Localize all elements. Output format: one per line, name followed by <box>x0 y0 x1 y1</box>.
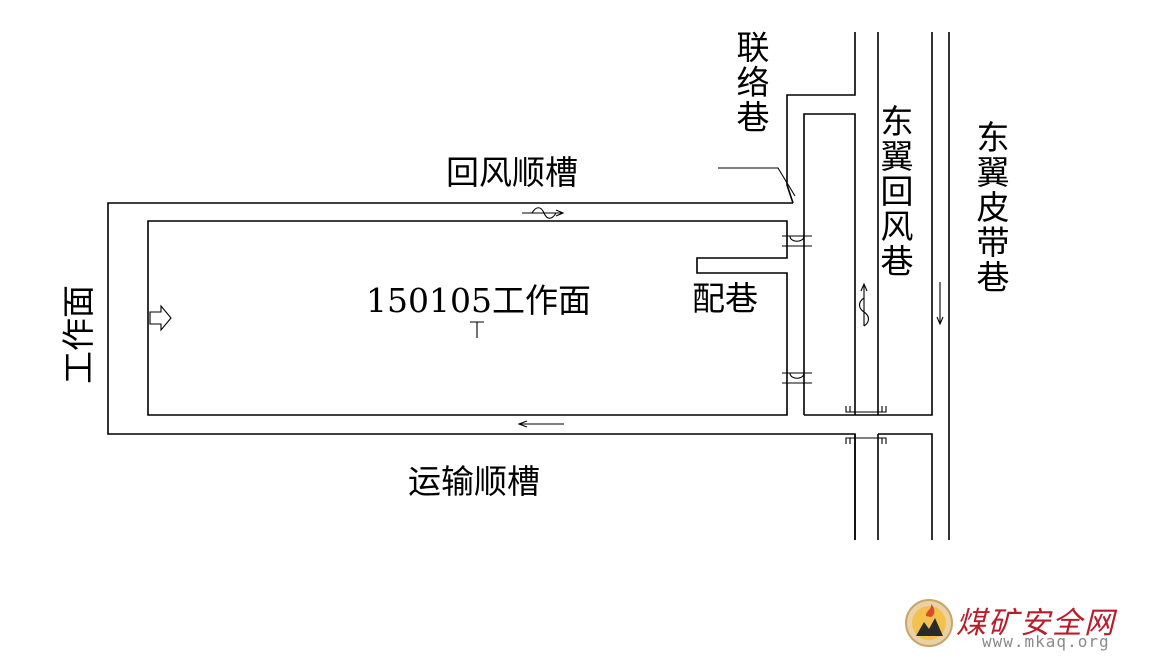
face-center-marker <box>470 321 484 338</box>
connecting-roadway-leader <box>718 167 796 197</box>
connecting-roadway-label: 联络巷 <box>731 30 770 135</box>
watermark-text: 煤矿安全网 <box>956 606 1116 641</box>
ventilation-door-return-bottom <box>845 406 887 413</box>
belt-junction <box>878 433 933 540</box>
watermark: 煤矿安全网 www.mkaq.org <box>904 596 1144 652</box>
transport-airway-label: 运输顺槽 <box>408 462 540 501</box>
watermark-url: www.mkaq.org <box>982 632 1110 651</box>
mountain-flame-logo-icon <box>905 599 953 647</box>
connecting-roadway-right-wall <box>803 113 856 415</box>
distribution-roadway-label: 配巷 <box>692 279 758 318</box>
work-face-center-label: 150105工作面 <box>366 281 591 320</box>
east-wing-return-label: 东翼回风巷 <box>875 104 914 279</box>
ventilation-door-belt-junction <box>845 437 887 444</box>
belt-airflow-arrow <box>936 282 944 326</box>
work-face-side-label: 工作面 <box>59 285 98 384</box>
work-face-block <box>147 220 788 416</box>
return-airflow-arrow <box>522 207 565 219</box>
connecting-roadway-left-wall <box>786 32 856 204</box>
east-wing-return-airflow-arrow <box>858 282 870 327</box>
face-intake-arrow <box>149 304 172 332</box>
return-airway-label: 回风顺槽 <box>446 153 578 192</box>
ventilation-door-upper <box>782 235 812 247</box>
ventilation-door-lower <box>782 372 812 384</box>
inner-junction-bottom <box>804 32 933 416</box>
east-wing-belt-label: 东翼皮带巷 <box>971 120 1010 295</box>
transport-airflow-arrow <box>517 420 564 428</box>
